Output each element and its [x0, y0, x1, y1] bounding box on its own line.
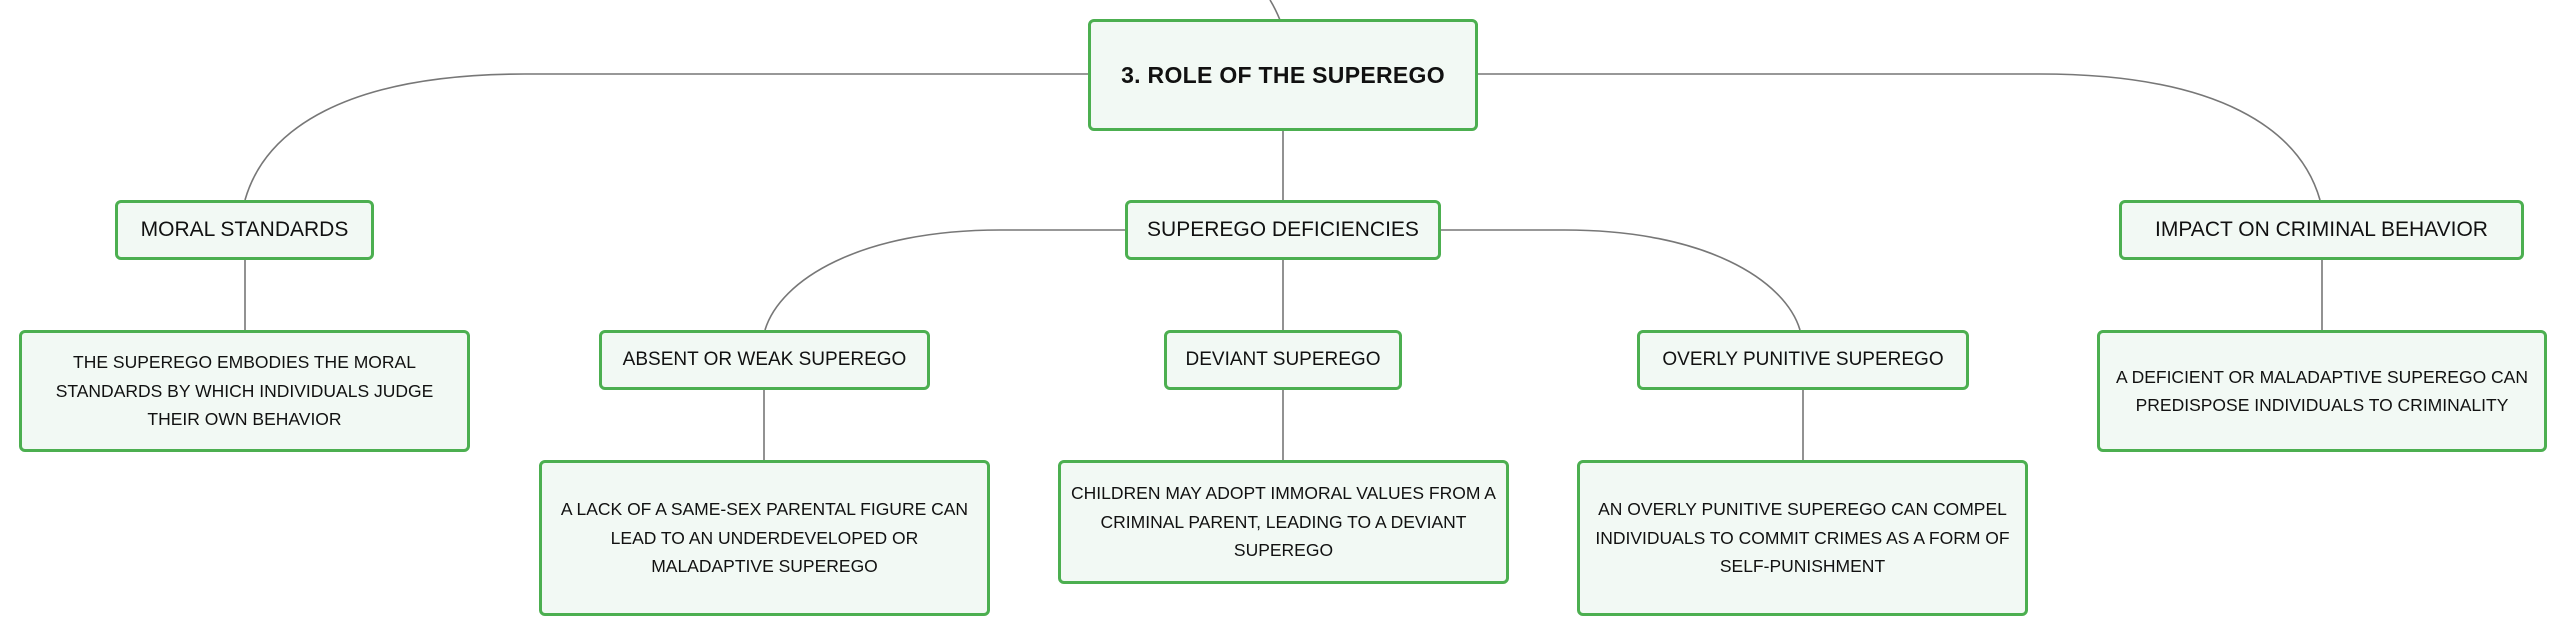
- impact-detail-node[interactable]: A DEFICIENT OR MALADAPTIVE SUPEREGO CAN …: [2097, 330, 2547, 452]
- deviant-superego-label: DEVIANT SUPEREGO: [1185, 348, 1381, 370]
- impact-detail-text: A DEFICIENT OR MALADAPTIVE SUPEREGO CAN …: [2116, 366, 2528, 415]
- moral-standards-detail-text: THE SUPEREGO EMBODIES THE MORAL STANDARD…: [55, 352, 434, 430]
- connector-root-to-impact-on-criminal-behavior: [1477, 73, 2321, 201]
- root-node-label: 3. ROLE OF THE SUPEREGO: [1121, 61, 1445, 88]
- connector-parent-to-root: [1269, 0, 1281, 21]
- connector-root-to-moral-standards: [244, 73, 1088, 201]
- impact-on-criminal-behavior-label: IMPACT ON CRIMINAL BEHAVIOR: [2155, 218, 2488, 242]
- root-node[interactable]: 3. ROLE OF THE SUPEREGO: [1088, 19, 1478, 131]
- overly-punitive-detail-node[interactable]: AN OVERLY PUNITIVE SUPEREGO CAN COMPEL I…: [1577, 460, 2028, 616]
- absent-or-weak-detail-node[interactable]: A LACK OF A SAME-SEX PARENTAL FIGURE CAN…: [539, 460, 990, 616]
- absent-or-weak-detail-text: A LACK OF A SAME-SEX PARENTAL FIGURE CAN…: [560, 499, 969, 577]
- deviant-detail-text: CHILDREN MAY ADOPT IMMORAL VALUES FROM A…: [1071, 483, 1496, 561]
- superego-deficiencies-label: SUPEREGO DEFICIENCIES: [1147, 218, 1419, 242]
- moral-standards-label: MORAL STANDARDS: [140, 218, 349, 242]
- superego-deficiencies-node[interactable]: SUPEREGO DEFICIENCIES: [1125, 200, 1441, 260]
- absent-or-weak-superego-label: ABSENT OR WEAK SUPEREGO: [622, 348, 907, 370]
- connector-deficiencies-to-overly-punitive: [1440, 229, 1801, 331]
- deviant-superego-node[interactable]: DEVIANT SUPEREGO: [1164, 330, 1402, 390]
- moral-standards-node[interactable]: MORAL STANDARDS: [115, 200, 374, 260]
- deviant-detail-node[interactable]: CHILDREN MAY ADOPT IMMORAL VALUES FROM A…: [1058, 460, 1509, 584]
- absent-or-weak-superego-node[interactable]: ABSENT OR WEAK SUPEREGO: [599, 330, 930, 390]
- connector-group: [244, 0, 2323, 460]
- overly-punitive-superego-node[interactable]: OVERLY PUNITIVE SUPEREGO: [1637, 330, 1969, 390]
- connector-deficiencies-to-absent-or-weak: [764, 229, 1125, 331]
- impact-on-criminal-behavior-node[interactable]: IMPACT ON CRIMINAL BEHAVIOR: [2119, 200, 2524, 260]
- overly-punitive-superego-label: OVERLY PUNITIVE SUPEREGO: [1662, 348, 1944, 370]
- moral-standards-detail-node[interactable]: THE SUPEREGO EMBODIES THE MORAL STANDARD…: [19, 330, 470, 452]
- overly-punitive-detail-text: AN OVERLY PUNITIVE SUPEREGO CAN COMPEL I…: [1595, 499, 2010, 577]
